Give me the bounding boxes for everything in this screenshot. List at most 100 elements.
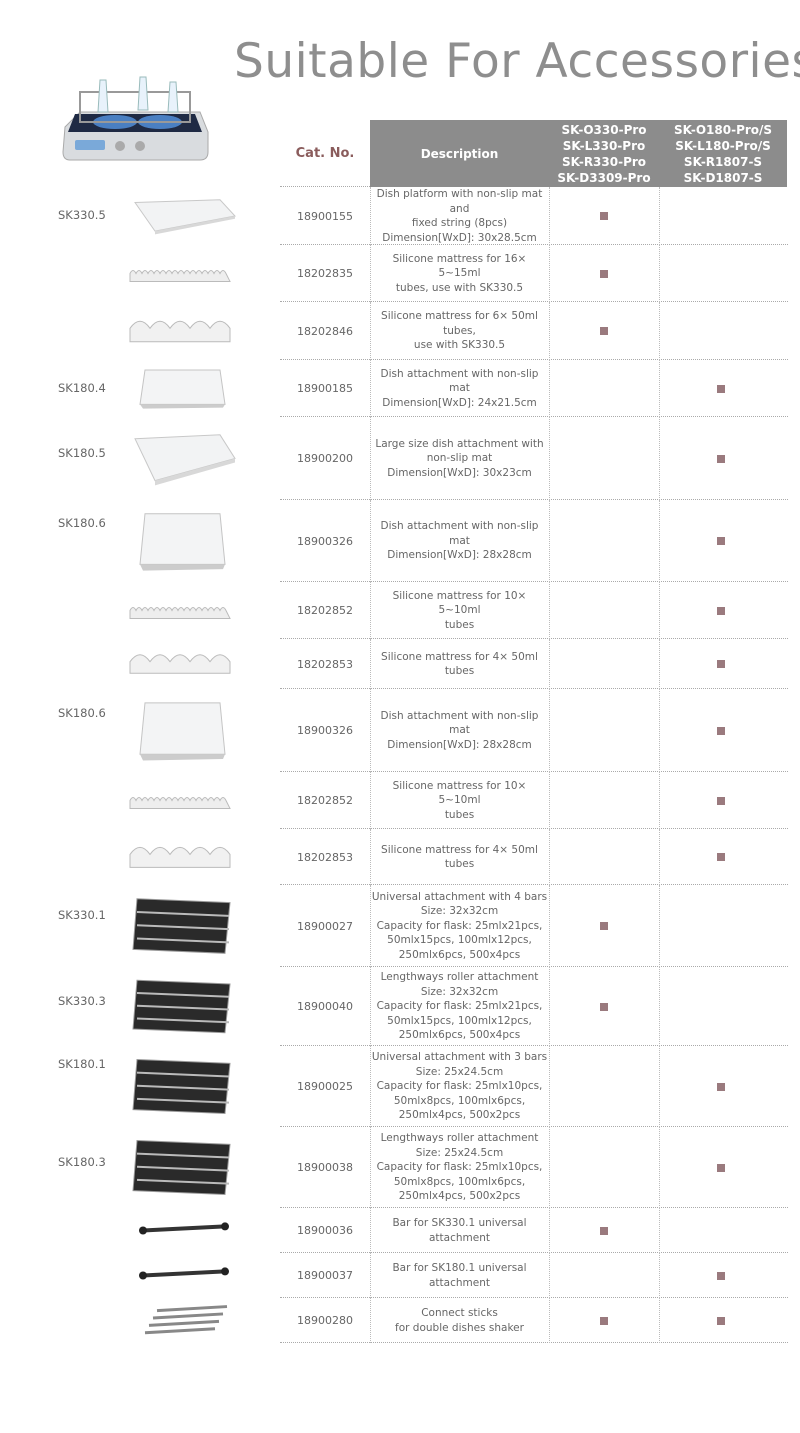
compatible-mark-group-1 (600, 1316, 608, 1325)
description-line: tubes (444, 808, 475, 821)
model-name: SK-O330-Pro (561, 122, 647, 137)
accessory-image-dish-tray (125, 362, 240, 415)
column-divider (659, 1298, 660, 1343)
description-line: 50mlx8pcs, 100mlx6pcs, (393, 1094, 526, 1107)
column-divider (370, 689, 371, 772)
description-line: Dimension[WxD]: 28x28cm (387, 549, 532, 562)
compatible-mark-group-1 (600, 1002, 608, 1011)
row-divider (280, 416, 788, 417)
column-divider (549, 967, 550, 1046)
row-divider (280, 884, 788, 885)
description: Silicone mattress for 4× 50ml tubes (370, 639, 549, 689)
row-divider (280, 1207, 788, 1208)
table-row: 18202852 Silicone mattress for 10× 5~10ml… (0, 582, 800, 639)
description-line: Silicone mattress for 6× 50ml tubes, (381, 310, 538, 337)
cat-no: 18900037 (297, 1269, 353, 1282)
cat-no: 18900200 (297, 452, 353, 465)
accessory-image-roller-rack (125, 1129, 240, 1206)
column-divider (659, 187, 660, 245)
column-divider (549, 1253, 550, 1298)
model-name: SK-O180-Pro/S (673, 122, 773, 137)
description-line: Connect sticks (421, 1307, 498, 1319)
description-line: 250mlx4pcs, 500x2pcs (398, 1109, 521, 1122)
header-divider (280, 186, 370, 187)
description-line: 250mlx6pcs, 500x4pcs (398, 948, 521, 961)
description-line: Dimension[WxD]: 30x23cm (387, 466, 532, 479)
cat-no: 18900326 (297, 724, 353, 737)
description-line: Silicone mattress for 4× 50ml tubes (381, 650, 538, 678)
model-name: SK-L180-Pro/S (675, 138, 771, 153)
accessory-image-dish-platform (125, 189, 240, 243)
model-name: SK-R1807-S (683, 154, 763, 169)
cat-no: 18202852 (297, 604, 353, 617)
description-line: Dimension[WxD]: 28x28cm (387, 738, 532, 751)
compatible-mark-group-1 (600, 327, 608, 335)
model-label: SK180.5 (58, 445, 106, 460)
description-line: Capacity for flask: 25mlx21pcs, (376, 919, 543, 932)
description-line: attachment (429, 1231, 490, 1244)
cat-no: 18900036 (297, 1224, 353, 1237)
row-divider (280, 244, 788, 245)
model-label: SK180.6 (58, 705, 106, 720)
accessory-image-wave-mattress (125, 641, 240, 687)
description-line: Universal attachment with 4 bars (371, 890, 548, 903)
table-header: Description SK-O330-Pro SK-L330-Pro SK-R… (370, 120, 787, 187)
column-divider (659, 1046, 660, 1127)
column-divider (549, 639, 550, 689)
column-divider (659, 582, 660, 639)
row-divider (280, 499, 788, 500)
description-line: tubes (444, 618, 475, 631)
compatible-mark-group-1 (600, 922, 608, 930)
column-divider (549, 885, 550, 967)
description-line: Capacity for flask: 25mlx10pcs, (376, 1080, 543, 1093)
column-divider (370, 1298, 371, 1343)
cat-no: 18900038 (297, 1161, 353, 1174)
compatible-mark-group-2 (717, 660, 725, 668)
accessory-image-dish-tray (125, 502, 240, 580)
column-divider (370, 360, 371, 417)
column-divider (370, 245, 371, 302)
description-line: Dimension[WxD]: 24x21.5cm (382, 396, 537, 409)
table-row: SK180.3 18900038 Lengthways roller attachm… (0, 1127, 800, 1208)
column-divider (370, 1208, 371, 1253)
column-divider (370, 187, 371, 245)
column-divider (659, 689, 660, 772)
column-divider (549, 1127, 550, 1208)
column-divider (549, 302, 550, 360)
column-divider (659, 360, 660, 417)
cat-no: 18900027 (297, 919, 353, 933)
compatible-mark-group-2 (717, 726, 725, 735)
column-divider (370, 885, 371, 967)
model-name: SK-D3309-Pro (557, 170, 651, 185)
compatible-mark-group-2 (717, 454, 725, 463)
description-line: Lengthways roller attachment (380, 1132, 539, 1145)
model-label: SK180.3 (58, 1154, 106, 1169)
description-line: fixed string (8pcs) (411, 217, 508, 229)
accessory-image-bar (125, 1255, 240, 1296)
model-name: SK-D1807-S (683, 170, 763, 185)
column-divider (370, 1046, 371, 1127)
cat-no: 18900155 (297, 209, 353, 223)
description-line: 250mlx6pcs, 500x4pcs (398, 1029, 521, 1042)
row-divider (280, 828, 788, 829)
accessory-image-dish-tray (125, 691, 240, 770)
compatible-mark-group-2 (717, 1271, 725, 1280)
compatible-mark-group-2 (717, 1082, 725, 1091)
row-divider (280, 1297, 788, 1298)
column-divider (659, 417, 660, 500)
compatible-mark-group-2 (717, 1163, 725, 1172)
accessory-image-bar-rack (125, 1048, 240, 1125)
row-divider (280, 301, 788, 302)
description-line: for double dishes shaker (395, 1321, 524, 1334)
